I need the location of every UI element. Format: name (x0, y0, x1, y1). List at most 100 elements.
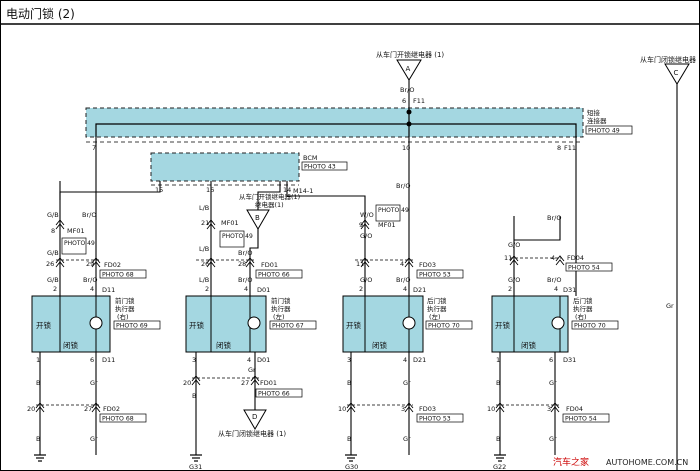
svg-text:G/B: G/B (47, 249, 59, 257)
svg-text:FD01: FD01 (261, 261, 278, 269)
svg-text:PHOTO 53: PHOTO 53 (419, 416, 451, 423)
svg-text:D21: D21 (413, 286, 426, 294)
svg-text:G/O: G/O (360, 276, 372, 284)
svg-text:16: 16 (206, 186, 214, 194)
svg-text:(左): (左) (429, 312, 441, 321)
svg-text:前门锁: 前门锁 (115, 296, 135, 305)
actuator-front-left: 开锁 闭锁 前门锁 执行器 (左) PHOTO 67 D01 D01 (185, 286, 317, 364)
svg-text:Br/O: Br/O (396, 276, 410, 284)
svg-text:4: 4 (554, 285, 558, 293)
svg-text:3: 3 (401, 405, 405, 413)
svg-text:后门锁: 后门锁 (573, 296, 593, 305)
svg-text:15: 15 (155, 186, 163, 194)
svg-text:2: 2 (359, 285, 363, 293)
svg-text:2: 2 (53, 285, 57, 293)
svg-text:闭锁: 闭锁 (63, 340, 78, 350)
svg-text:G/O: G/O (508, 276, 520, 284)
svg-text:PHOTO 70: PHOTO 70 (574, 323, 606, 330)
svg-text:10: 10 (487, 405, 495, 413)
svg-text:PHOTO 49: PHOTO 49 (378, 207, 409, 214)
svg-text:BCM: BCM (303, 154, 318, 162)
svg-text:7: 7 (92, 144, 96, 152)
svg-text:PHOTO 49: PHOTO 49 (64, 240, 95, 247)
svg-text:D01: D01 (257, 286, 270, 294)
svg-text:B: B (36, 435, 40, 443)
svg-text:执行器: 执行器 (573, 304, 593, 313)
svg-text:A: A (406, 65, 411, 73)
svg-text:26: 26 (46, 260, 54, 268)
svg-text:4: 4 (247, 356, 251, 364)
svg-text:8: 8 (557, 144, 561, 152)
svg-text:PHOTO 66: PHOTO 66 (258, 391, 290, 398)
svg-text:PHOTO 67: PHOTO 67 (272, 323, 304, 330)
svg-text:D01: D01 (257, 356, 270, 364)
svg-text:短接: 短接 (587, 108, 601, 117)
ground-g30: G30 (345, 463, 358, 471)
svg-text:6: 6 (549, 356, 553, 364)
svg-text:从车门闭锁继电器: 从车门闭锁继电器 (640, 55, 696, 64)
svg-text:4: 4 (90, 285, 94, 293)
photo-boxes (61, 204, 613, 423)
svg-text:PHOTO 49: PHOTO 49 (588, 128, 620, 135)
svg-text:D21: D21 (413, 356, 426, 364)
svg-text:Br/O: Br/O (238, 276, 252, 284)
svg-text:FD03: FD03 (419, 405, 436, 413)
ground-g22: G22 (493, 463, 506, 471)
svg-text:Br/O: Br/O (83, 276, 97, 284)
svg-text:FD02: FD02 (104, 261, 121, 269)
svg-text:B: B (36, 379, 40, 387)
svg-text:FD04: FD04 (567, 254, 584, 262)
svg-text:(左): (左) (273, 312, 285, 321)
svg-text:MF01: MF01 (67, 227, 85, 235)
svg-text:B: B (192, 392, 196, 400)
svg-text:9: 9 (359, 221, 363, 229)
svg-text:执行器: 执行器 (115, 304, 135, 313)
svg-text:B: B (347, 435, 351, 443)
svg-text:Gr: Gr (403, 435, 411, 443)
svg-text:2: 2 (205, 285, 209, 293)
svg-text:M14-1: M14-1 (293, 187, 313, 195)
svg-text:MF01: MF01 (378, 221, 396, 229)
relay-connector-a: 从车门开锁继电器 (1) A (376, 50, 444, 81)
svg-text:L/B: L/B (199, 276, 209, 284)
svg-text:Gr: Gr (403, 379, 411, 387)
svg-text:C: C (674, 69, 679, 77)
svg-text:6: 6 (90, 356, 94, 364)
watermark: 汽车之家 AUTOHOME.COM.CN (553, 456, 688, 468)
svg-text:(右): (右) (117, 312, 129, 321)
svg-text:PHOTO 69: PHOTO 69 (116, 323, 148, 330)
svg-text:Gr: Gr (248, 366, 256, 374)
svg-text:1: 1 (36, 356, 40, 364)
svg-text:26: 26 (201, 260, 209, 268)
svg-text:D31: D31 (563, 356, 576, 364)
svg-text:20: 20 (27, 405, 35, 413)
svg-text:D31: D31 (563, 286, 576, 294)
svg-text:Gr: Gr (666, 302, 674, 310)
svg-text:D: D (252, 413, 257, 421)
svg-text:1: 1 (496, 356, 500, 364)
actuator-rear-left: 开锁 闭锁 后门锁 执行器 (左) PHOTO 70 D21 D21 (342, 286, 473, 364)
svg-text:28: 28 (238, 260, 246, 268)
svg-text:PHOTO 68: PHOTO 68 (102, 272, 134, 279)
svg-text:前门锁: 前门锁 (271, 296, 291, 305)
svg-text:PHOTO 54: PHOTO 54 (565, 416, 597, 423)
svg-text:(右): (右) (575, 312, 587, 321)
svg-text:11: 11 (504, 254, 512, 262)
svg-text:B: B (255, 214, 260, 222)
svg-text:开锁: 开锁 (36, 320, 51, 330)
svg-text:B: B (496, 435, 500, 443)
svg-text:FD02: FD02 (103, 405, 120, 413)
svg-text:4: 4 (403, 285, 407, 293)
svg-text:PHOTO 68: PHOTO 68 (102, 416, 134, 423)
svg-text:W/O: W/O (360, 211, 374, 219)
svg-text:4: 4 (403, 356, 407, 364)
svg-text:29: 29 (86, 260, 94, 268)
actuator-front-right: 开锁 闭锁 前门锁 执行器 (右) PHOTO 69 D11 D11 (31, 286, 161, 364)
pin-numbers: 6 7 10 8 15 16 14 8 26 2 29 4 21 26 2 28… (27, 97, 561, 413)
svg-text:G/B: G/B (47, 276, 59, 284)
connector-marks (35, 219, 565, 413)
svg-text:Br/O: Br/O (82, 211, 96, 219)
svg-text:PHOTO 53: PHOTO 53 (419, 272, 451, 279)
